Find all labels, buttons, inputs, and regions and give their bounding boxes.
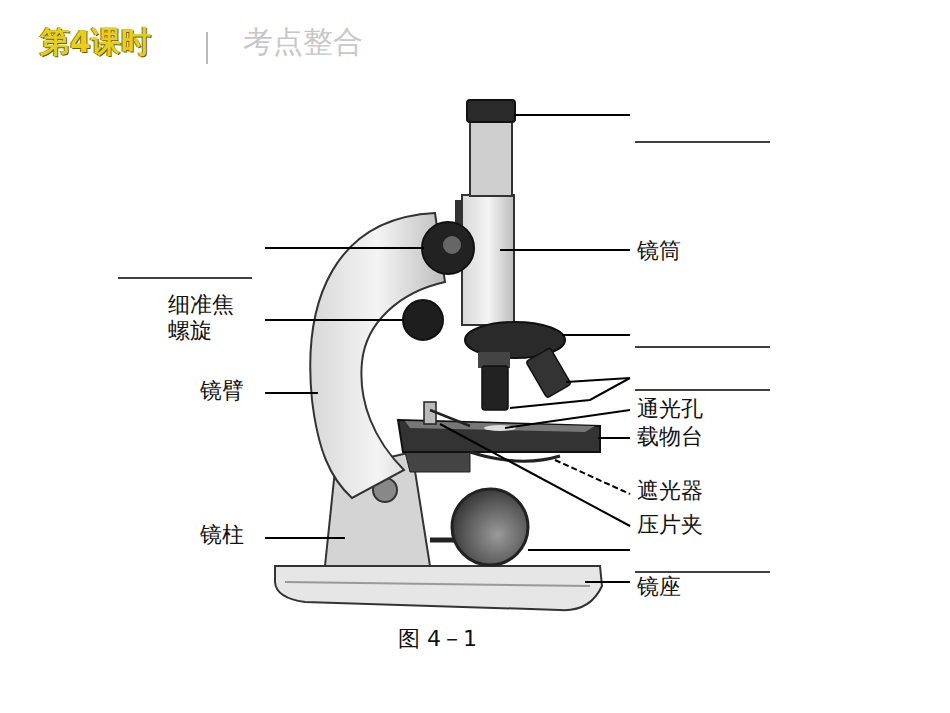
leader-line (514, 114, 630, 116)
leader-line (585, 581, 630, 583)
stage-shape (398, 420, 600, 452)
part-name: 镜臂 (200, 378, 244, 404)
objective-lens (526, 348, 571, 398)
part-name: 压片夹 (637, 512, 703, 538)
leader-line (528, 549, 630, 551)
leader-line (505, 410, 630, 428)
leader-line (265, 319, 404, 321)
answer-blank (635, 141, 770, 143)
part-name: 镜座 (637, 574, 681, 600)
leader-line (566, 378, 630, 382)
coarse-knob (422, 222, 474, 274)
part-name: 镜柱 (200, 522, 244, 548)
leader-line (598, 437, 630, 439)
mirror-holder (430, 538, 456, 543)
leader-line (265, 537, 345, 539)
answer-blank (635, 571, 770, 573)
stage-bracket (405, 452, 470, 472)
leader-line (500, 249, 630, 251)
part-name: 遮光器 (637, 478, 703, 504)
leader-line (265, 247, 424, 249)
objective-lens-side (526, 348, 571, 398)
fine-knob (403, 300, 443, 340)
leader-line (555, 460, 630, 494)
answer-blank (635, 389, 770, 391)
part-name: 镜筒 (637, 238, 681, 264)
figure-caption: 图 4－1 (398, 626, 477, 652)
answer-blank (635, 346, 770, 348)
eyepiece-shape (470, 112, 512, 196)
part-name: 载物台 (637, 424, 703, 450)
lesson-heading: 第4课时 (40, 24, 151, 60)
answer-blank (118, 277, 252, 279)
base-edge (285, 582, 590, 586)
leader-line (440, 424, 630, 526)
part-name: 细准焦 螺旋 (168, 292, 241, 345)
base-shape (275, 566, 602, 610)
leader-lines (265, 115, 630, 582)
leader-line (562, 334, 630, 336)
diaphragm-shape (470, 452, 560, 461)
header-separator (206, 32, 208, 64)
eyepiece-cap (467, 100, 515, 122)
clip-arm (430, 410, 470, 426)
objective-lens (482, 366, 508, 410)
section-heading: 考点整合 (243, 24, 363, 60)
part-name: 通光孔 (637, 396, 703, 422)
mirror-shape (452, 489, 528, 565)
answer-blanks (118, 142, 770, 572)
coarse-knob-center (443, 236, 461, 254)
leader-line (265, 392, 318, 394)
leader-line (510, 378, 630, 408)
